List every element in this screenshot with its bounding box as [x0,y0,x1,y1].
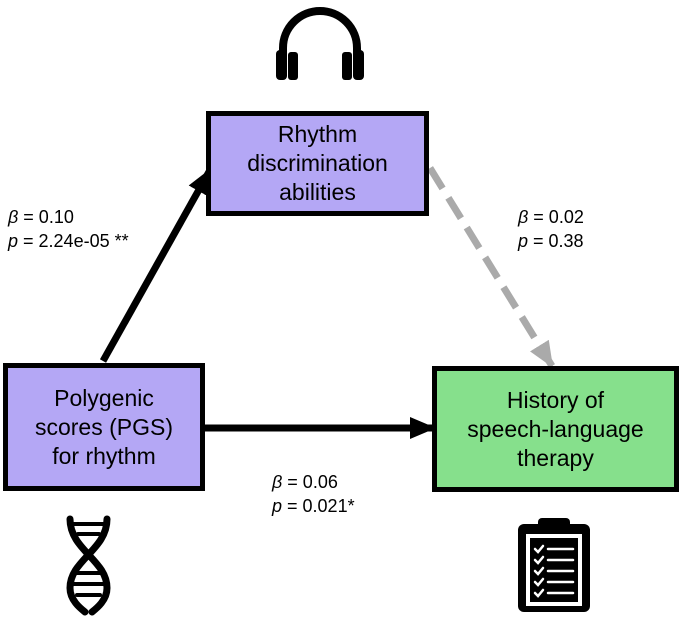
dna-icon [66,515,111,616]
node-therapy-label: History of speech-language therapy [467,386,644,471]
node-pgs-label: Polygenic scores (PGS) for rhythm [34,384,174,469]
path-b-stats: β = 0.02 p = 0.38 [518,205,584,253]
node-rhythm-discrimination: Rhythm discrimination abilities [206,111,429,216]
node-speech-therapy-history: History of speech-language therapy [432,366,679,492]
arrow-pgs-to-rhythm [99,168,214,363]
path-a-p: p = 2.24e-05 ** [8,231,129,251]
node-polygenic-scores: Polygenic scores (PGS) for rhythm [3,363,205,491]
node-rhythm-label: Rhythm discrimination abilities [247,121,388,205]
path-a-stats: β = 0.10 p = 2.24e-05 ** [8,205,129,253]
clipboard-checklist-icon [518,518,590,612]
headphones-icon [276,7,364,80]
path-c-beta: β = 0.06 [272,472,338,492]
path-c-stats: β = 0.06 p = 0.021* [272,470,355,518]
path-b-beta: β = 0.02 [518,207,584,227]
path-c-p: p = 0.021* [272,496,355,516]
path-a-beta: β = 0.10 [8,207,74,227]
path-b-p: p = 0.38 [518,231,584,251]
arrow-rhythm-to-therapy [427,166,555,368]
